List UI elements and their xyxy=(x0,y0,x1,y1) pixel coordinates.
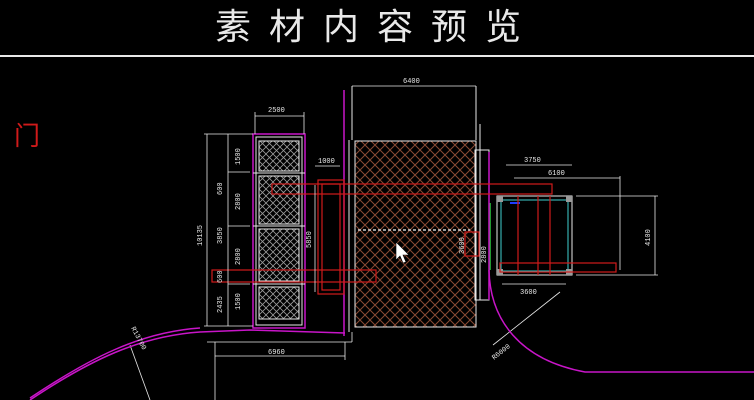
dim-2800-booth: 2800 xyxy=(481,246,489,263)
page-title: 素材内容预览 xyxy=(214,7,539,48)
dim-6960: 6960 xyxy=(268,349,285,357)
dim-2435: 2435 xyxy=(217,296,225,313)
dimension-lines xyxy=(129,85,658,400)
dim-2500: 2500 xyxy=(268,107,285,115)
dim-1000: 1000 xyxy=(318,158,335,166)
dim-3750: 3750 xyxy=(524,157,541,165)
dim-600-top: 600 xyxy=(217,182,225,195)
dim-10135: 10135 xyxy=(197,225,205,246)
dim-r6000: R6000 xyxy=(491,343,512,362)
left-building xyxy=(252,133,306,329)
dim-5850: 5850 xyxy=(306,231,314,248)
dim-3850: 3850 xyxy=(217,227,225,244)
dim-2800-mid: 2800 xyxy=(235,248,243,265)
dim-6400: 6400 xyxy=(403,78,420,86)
dim-2800-top: 2800 xyxy=(235,193,243,210)
gate-label: 门 xyxy=(14,122,41,152)
central-canopy xyxy=(343,86,490,336)
dim-1500-top: 1500 xyxy=(235,148,243,165)
dim-1500-bottom: 1500 xyxy=(235,293,243,310)
dim-3600-vertical: 3600 xyxy=(459,237,467,254)
dim-3600-horizontal: 3600 xyxy=(520,289,537,297)
road-curves xyxy=(29,269,754,400)
dim-6100: 6100 xyxy=(548,170,565,178)
dim-4100: 4100 xyxy=(645,229,653,246)
mouse-cursor-icon xyxy=(395,241,410,264)
dim-600-bottom: 600 xyxy=(217,270,225,283)
barrier-lines xyxy=(211,179,617,295)
title-divider xyxy=(0,55,754,57)
